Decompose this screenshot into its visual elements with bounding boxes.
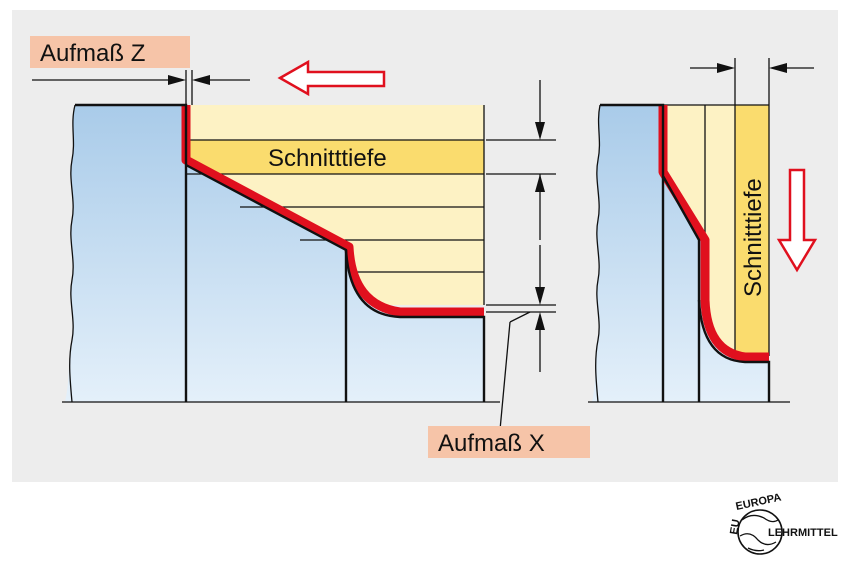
logo-main-text: LEHRMITTEL bbox=[768, 527, 838, 539]
schnitttiefe-label-right: Schnitttiefe bbox=[740, 178, 767, 297]
aufmass-x-label: Aufmaß X bbox=[438, 430, 545, 457]
globe-icon bbox=[737, 509, 783, 555]
feed-arrow-down-icon bbox=[776, 168, 818, 273]
finish-allowance-right bbox=[658, 105, 769, 362]
break-line-right bbox=[595, 104, 601, 403]
finish-allowance-left bbox=[181, 105, 484, 317]
break-line-left bbox=[69, 104, 76, 403]
cut-depth-layer bbox=[186, 140, 484, 174]
stock-column-lines bbox=[663, 104, 770, 356]
top-dimension-right bbox=[690, 58, 814, 105]
feed-arrow-left-icon bbox=[277, 59, 386, 97]
aufmass-z-label-box bbox=[30, 36, 190, 68]
cut-depth-column bbox=[735, 105, 769, 356]
aufmass-x-label-box bbox=[428, 426, 590, 458]
left-workpiece-view: Aufmaß Z Schnitttiefe Aufmaß X bbox=[30, 36, 590, 458]
aufmass-z-dimension bbox=[32, 70, 250, 105]
finished-part-right bbox=[592, 105, 769, 402]
logo-side-text: EU bbox=[728, 518, 742, 535]
cut-depth-dimensions bbox=[486, 80, 556, 431]
aufmass-z-label: Aufmaß Z bbox=[40, 40, 145, 67]
schnitttiefe-label-left: Schnitttiefe bbox=[268, 145, 387, 172]
finished-part-left bbox=[65, 105, 484, 402]
europa-lehrmittel-logo: EUROPA EU LEHRMITTEL bbox=[728, 492, 838, 555]
right-workpiece-view: Schnitttiefe bbox=[588, 58, 818, 403]
